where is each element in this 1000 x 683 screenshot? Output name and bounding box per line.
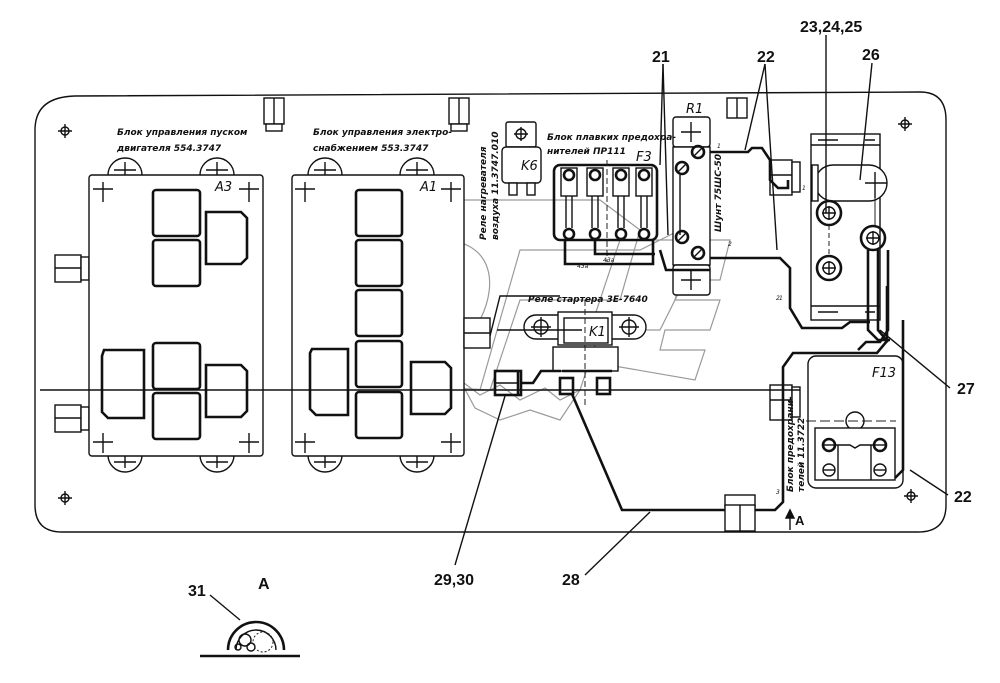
block-a3 (88, 157, 264, 473)
callout-22-bottom: 22 (954, 489, 972, 506)
r1-designator: R1 (686, 102, 703, 117)
wire-mark: 3 (776, 489, 780, 496)
callout-31: 31 (188, 583, 206, 600)
k1-designator: K1 (589, 325, 606, 340)
leader-lines (209, 35, 951, 621)
bracket-assembly (769, 133, 888, 321)
f13-designator: F13 (872, 366, 896, 381)
f13-label-line2: телей 11.3722 (797, 418, 807, 492)
mount-hole-icon (58, 117, 918, 505)
fuse-block-f3 (552, 160, 659, 266)
wiring-harness (40, 146, 905, 512)
a3-label-line2: двигателя 554.3747 (116, 144, 222, 154)
wire-mark: 2 (728, 241, 732, 248)
section-view-a (200, 620, 300, 658)
callout-23-24-25: 23,24,25 (800, 19, 862, 36)
wire-mark: 43a (577, 263, 589, 270)
panel-outline (34, 91, 947, 533)
callout-29-30: 29,30 (434, 572, 474, 589)
a1-label-line2: снабжением 553.3747 (313, 143, 429, 154)
relay-k6 (501, 121, 542, 196)
k6-label-line1: Реле нагревателя (479, 146, 489, 240)
f3-designator: F3 (636, 150, 652, 165)
k1-label: Реле стартера 3Е-7640 (528, 295, 648, 305)
callout-28: 28 (562, 572, 580, 589)
shunt-r1 (672, 116, 711, 296)
fuse-block-f13 (769, 355, 904, 489)
side-connector-icon (54, 254, 90, 433)
top-clip-icon (263, 97, 748, 132)
wire-mark: 43a (603, 257, 615, 264)
r1-label: Шунт 75ШС-50 (714, 154, 724, 232)
bottom-connector (724, 494, 756, 532)
wire-mark: 2 (776, 295, 780, 302)
callout-27: 27 (957, 381, 975, 398)
k6-designator: K6 (521, 159, 538, 174)
callout-26: 26 (862, 47, 880, 64)
section-view-label: A (258, 576, 270, 593)
a3-label-line1: Блок управления пуском (117, 128, 248, 138)
f3-label-line2: нителей ПР111 (547, 147, 626, 157)
a1-label-line1: Блок управления электро- (313, 128, 452, 138)
f13-label-line1: Блок предохрани- (786, 396, 796, 492)
view-arrow-label: A (795, 513, 805, 528)
callout-21: 21 (652, 49, 670, 66)
wire-mark: 1 (802, 185, 806, 192)
wire-mark: 1 (779, 295, 783, 302)
a1-designator: A1 (419, 180, 437, 195)
wire-mark: 1 (717, 143, 721, 150)
callout-22-top: 22 (757, 49, 775, 66)
f3-label-line1: Блок плавких предохра- (547, 133, 676, 143)
block-a1 (291, 157, 491, 473)
k6-label-line2: воздуха 11.3747.010 (491, 132, 501, 240)
a3-designator: A3 (214, 180, 232, 195)
